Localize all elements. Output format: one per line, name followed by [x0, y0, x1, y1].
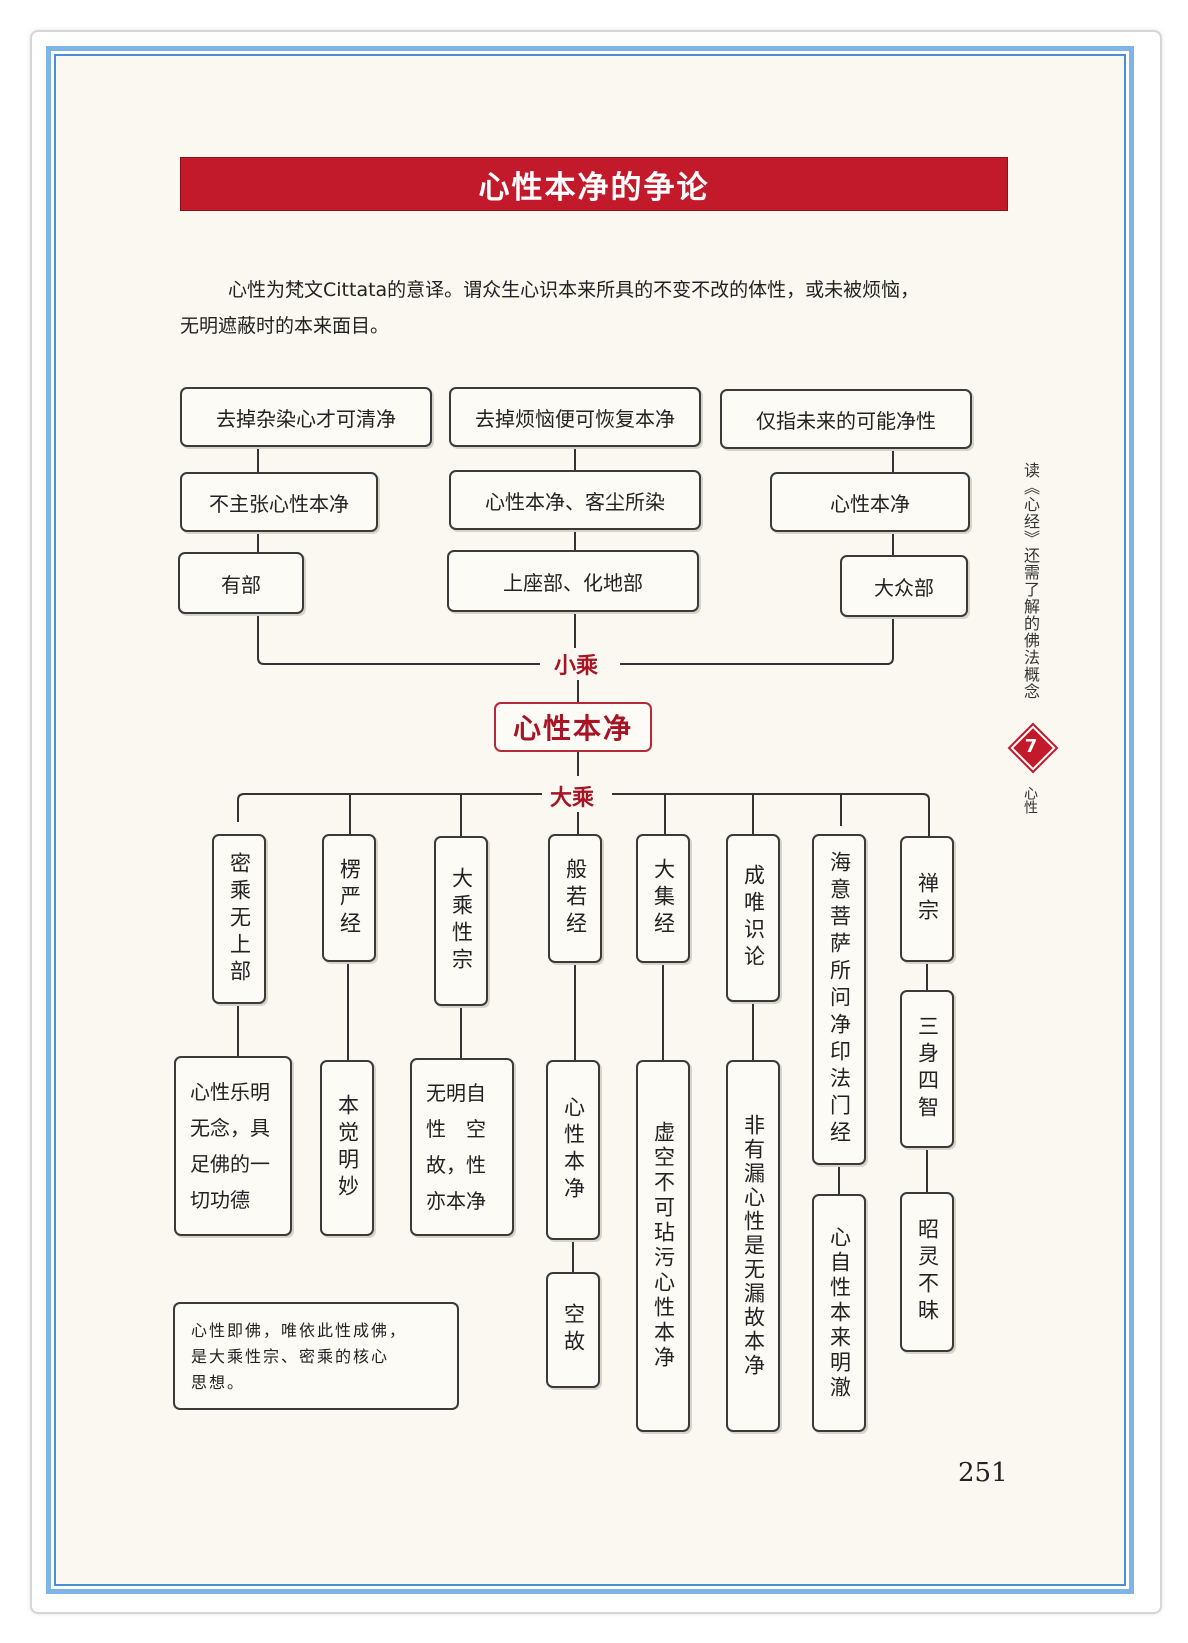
- mahayana-doctrine-5: 虚空不可玷污心性本净: [636, 1060, 690, 1432]
- hinayana-view-2-text: 去掉烦恼便可恢复本净: [475, 406, 675, 431]
- hinayana-view-1: 去掉杂染心才可清净: [180, 387, 432, 447]
- mahayana-source-3: 大乘性宗: [434, 836, 488, 1006]
- page-number: 251: [958, 1458, 1008, 1488]
- mahayana-source-1: 密乘无上部: [212, 834, 266, 1004]
- hinayana-school-1: 有部: [178, 552, 304, 614]
- hinayana-position-2: 心性本净、客尘所染: [449, 470, 701, 530]
- hinayana-position-1-text: 不主张心性本净: [209, 491, 349, 516]
- note-line-1: 心性即佛，唯依此性成佛，: [191, 1321, 408, 1340]
- hinayana-view-1-text: 去掉杂染心才可清净: [216, 406, 396, 431]
- doctrine-1-line-4: 切功德: [190, 1188, 250, 1212]
- hinayana-school-2-text: 上座部、化地部: [503, 570, 643, 595]
- hinayana-school-3-text: 大众部: [874, 575, 934, 600]
- mahayana-doctrine-8-extra: 昭灵不昧: [900, 1192, 954, 1352]
- doctrine-1-line-1: 心性乐明: [190, 1080, 270, 1104]
- mahayana-doctrine-4: 心性本净: [546, 1060, 600, 1240]
- doctrine-3-line-1: 无明自: [426, 1081, 486, 1105]
- hinayana-school-3: 大众部: [840, 555, 968, 617]
- chapter-number: 7: [1024, 735, 1038, 757]
- doctrine-3-line-3: 故，性: [426, 1153, 486, 1177]
- hinayana-view-3-text: 仅指未来的可能净性: [756, 408, 936, 433]
- hinayana-view-2: 去掉烦恼便可恢复本净: [449, 387, 701, 447]
- mahayana-doctrine-6: 非有漏心性是无漏故本净: [726, 1060, 780, 1432]
- mahayana-source-2: 楞严经: [322, 834, 376, 962]
- note-box: 心性即佛，唯依此性成佛， 是大乘性宗、密乘的核心 思想。: [173, 1302, 459, 1410]
- center-node: 心性本净: [494, 702, 652, 752]
- mahayana-label: 大乘: [542, 780, 603, 812]
- mahayana-doctrine-2: 本觉明妙: [320, 1060, 374, 1236]
- intro-paragraph: 心性为梵文Cittata的意译。谓众生心识本来所具的不变不改的体性，或未被烦恼，…: [180, 272, 990, 344]
- mahayana-source-7: 海意菩萨所问净印法门经: [812, 834, 866, 1165]
- hinayana-label: 小乘: [546, 648, 607, 680]
- hinayana-position-3: 心性本净: [770, 472, 970, 532]
- mahayana-doctrine-8: 三身四智: [900, 990, 954, 1148]
- hinayana-school-2: 上座部、化地部: [447, 550, 699, 612]
- chapter-badge: 7: [1007, 722, 1059, 774]
- side-chapter-title: 读《心经》还需了解的佛法概念: [1021, 462, 1040, 700]
- title-banner: 心性本净的争论: [180, 157, 1008, 211]
- doctrine-1-line-2: 无念，具: [190, 1116, 270, 1140]
- intro-line-1: 心性为梵文Cittata的意译。谓众生心识本来所具的不变不改的体性，或未被烦恼，: [228, 279, 920, 301]
- mahayana-source-6: 成唯识论: [726, 834, 780, 1002]
- side-chapter-name: 心性: [1022, 786, 1038, 814]
- note-line-3: 思想。: [191, 1373, 246, 1392]
- page-border-outer: [46, 46, 1134, 1594]
- mahayana-doctrine-7: 心自性本来明澈: [812, 1194, 866, 1432]
- page-title: 心性本净的争论: [478, 169, 710, 206]
- mahayana-source-8: 禅宗: [900, 836, 954, 962]
- doctrine-3-line-2: 性 空: [426, 1117, 486, 1141]
- hinayana-school-1-text: 有部: [221, 572, 261, 597]
- hinayana-position-3-text: 心性本净: [830, 491, 910, 516]
- hinayana-position-1: 不主张心性本净: [180, 472, 378, 532]
- mahayana-doctrine-3: 无明自 性 空 故，性 亦本净: [410, 1058, 514, 1236]
- mahayana-doctrine-1: 心性乐明 无念，具 足佛的一 切功德: [174, 1056, 292, 1236]
- intro-line-2: 无明遮蔽时的本来面目。: [180, 315, 390, 337]
- hinayana-view-3: 仅指未来的可能净性: [720, 389, 972, 449]
- mahayana-doctrine-4-extra: 空故: [546, 1272, 600, 1388]
- mahayana-source-5: 大集经: [636, 834, 690, 963]
- doctrine-3-line-4: 亦本净: [426, 1189, 486, 1213]
- note-line-2: 是大乘性宗、密乘的核心: [191, 1347, 390, 1366]
- doctrine-1-line-3: 足佛的一: [190, 1152, 270, 1176]
- mahayana-source-4: 般若经: [548, 834, 602, 963]
- hinayana-position-2-text: 心性本净、客尘所染: [485, 489, 665, 514]
